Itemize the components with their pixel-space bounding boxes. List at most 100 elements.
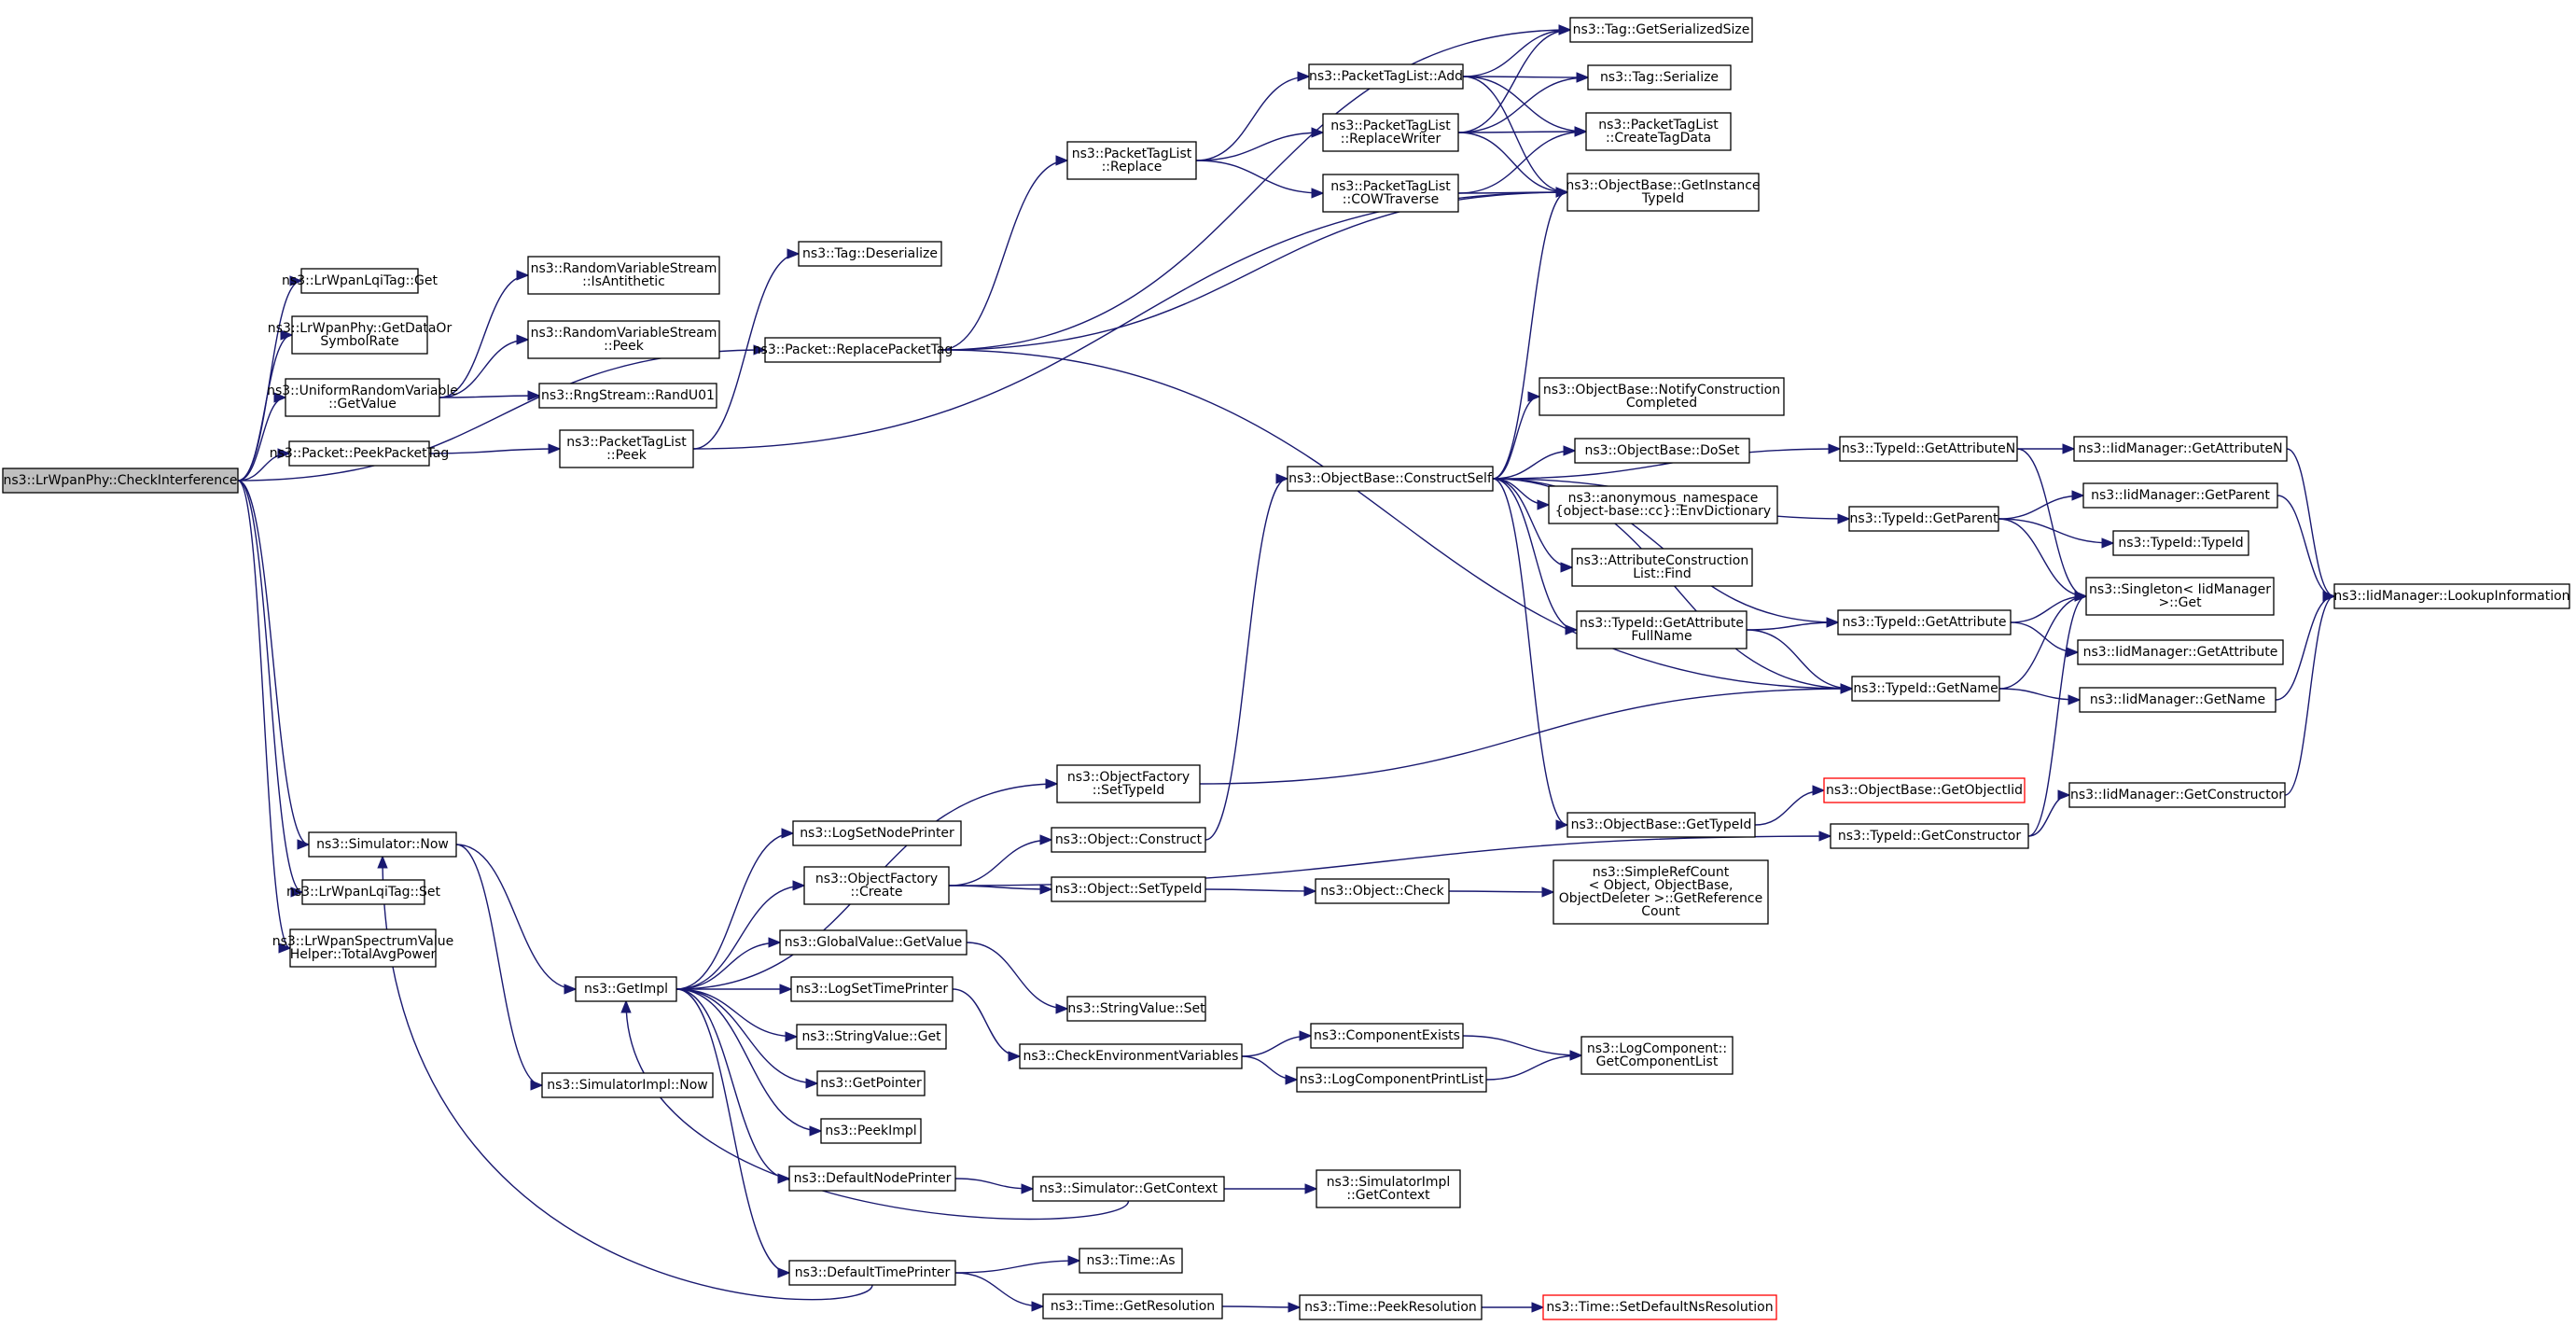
node-label: ns3::anonymous_namespace bbox=[1568, 491, 1759, 506]
node-label: ns3::GetImpl bbox=[584, 982, 668, 997]
graph-node-defaulttimeprinter[interactable]: ns3::DefaultTimePrinter bbox=[788, 1260, 956, 1286]
graph-node-notifyconstruction[interactable]: ns3::ObjectBase::NotifyConstructionCompl… bbox=[1539, 377, 1785, 416]
graph-node-randu01[interactable]: ns3::RngStream::RandU01 bbox=[538, 383, 717, 409]
edge-checkenv-to-logcomponentprintlist bbox=[1241, 1055, 1297, 1080]
node-box bbox=[1296, 1067, 1487, 1093]
graph-node-iid-getattribute[interactable]: ns3::IidManager::GetAttribute bbox=[2077, 639, 2284, 665]
edge-ptl-peek-to-getinstancetypeid bbox=[692, 192, 1567, 450]
graph-node-simulator-now[interactable]: ns3::Simulator::Now bbox=[308, 831, 457, 858]
edge-replacepackettag-to-ptl-replace bbox=[940, 161, 1067, 351]
graph-node-simimpl-now[interactable]: ns3::SimulatorImpl::Now bbox=[541, 1072, 714, 1098]
node-label: ns3::PeekImpl bbox=[825, 1124, 916, 1138]
graph-node-totalavgpower[interactable]: ns3::LrWpanSpectrumValueHelper::TotalAvg… bbox=[272, 928, 454, 968]
graph-node-logcomponentprintlist[interactable]: ns3::LogComponentPrintList bbox=[1296, 1067, 1487, 1093]
node-label: ::SetTypeId bbox=[1093, 783, 1165, 798]
graph-node-ptl-cowtraverse[interactable]: ns3::PacketTagList::COWTraverse bbox=[1322, 174, 1459, 213]
node-label: ns3::RngStream::RandU01 bbox=[541, 388, 715, 403]
graph-node-tag-serialize[interactable]: ns3::Tag::Serialize bbox=[1587, 64, 1732, 91]
node-label: ns3::Time::SetDefaultNsResolution bbox=[1546, 1300, 1773, 1315]
graph-node-componentexists[interactable]: ns3::ComponentExists bbox=[1310, 1023, 1464, 1049]
node-box bbox=[1848, 506, 1999, 532]
graph-node-defaultnodeprinter[interactable]: ns3::DefaultNodePrinter bbox=[788, 1165, 956, 1192]
graph-node-checkenv[interactable]: ns3::CheckEnvironmentVariables bbox=[1019, 1043, 1243, 1069]
node-label: GetComponentList bbox=[1596, 1054, 1719, 1069]
graph-node-ptl-peek[interactable]: ns3::PacketTagList::Peek bbox=[559, 429, 694, 468]
graph-node-sv-get[interactable]: ns3::StringValue::Get bbox=[796, 1024, 947, 1050]
graph-node-rvs-peek[interactable]: ns3::RandomVariableStream::Peek bbox=[527, 320, 720, 359]
graph-node-logsetnodeprinter[interactable]: ns3::LogSetNodePrinter bbox=[792, 820, 962, 846]
edge-componentexists-to-logcomponent-getcomponentlist bbox=[1462, 1035, 1581, 1055]
graph-node-iid-lookupinformation[interactable]: ns3::IidManager::LookupInformation bbox=[2333, 583, 2570, 609]
graph-node-typeid-getname[interactable]: ns3::TypeId::GetName bbox=[1851, 676, 2000, 702]
edge-checkinterference-to-getdataor bbox=[237, 335, 293, 482]
graph-node-getimpl[interactable]: ns3::GetImpl bbox=[575, 976, 677, 1002]
node-label: ns3::Object::Construct bbox=[1055, 832, 1203, 847]
node-label: ns3::ObjectBase::GetTypeId bbox=[1571, 817, 1752, 832]
graph-node-rvs-isantithetic[interactable]: ns3::RandomVariableStream::IsAntithetic bbox=[527, 256, 720, 295]
graph-node-time-getresolution[interactable]: ns3::Time::GetResolution bbox=[1042, 1293, 1223, 1319]
node-box bbox=[285, 378, 440, 417]
graph-node-constructself[interactable]: ns3::ObjectBase::ConstructSelf bbox=[1287, 466, 1494, 492]
graph-node-sv-set[interactable]: ns3::StringValue::Set bbox=[1066, 996, 1206, 1022]
graph-node-typeid-getconstructor[interactable]: ns3::TypeId::GetConstructor bbox=[1830, 823, 2029, 849]
node-label: ns3::CheckEnvironmentVariables bbox=[1023, 1049, 1239, 1064]
graph-node-setdefaultnsresolution[interactable]: ns3::Time::SetDefaultNsResolution bbox=[1542, 1294, 1777, 1320]
graph-node-iid-getparent[interactable]: ns3::IidManager::GetParent bbox=[2082, 482, 2278, 509]
graph-node-getobjectiid[interactable]: ns3::ObjectBase::GetObjectIid bbox=[1823, 777, 2026, 803]
graph-node-time-peekresolution[interactable]: ns3::Time::PeekResolution bbox=[1299, 1294, 1483, 1320]
graph-node-iid-getattributen[interactable]: ns3::IidManager::GetAttributeN bbox=[2073, 436, 2288, 462]
graph-node-object-check[interactable]: ns3::Object::Check bbox=[1315, 878, 1450, 904]
graph-node-logsettimeprinter[interactable]: ns3::LogSetTimePrinter bbox=[790, 976, 954, 1002]
graph-node-iid-getname[interactable]: ns3::IidManager::GetName bbox=[2079, 687, 2277, 713]
edge-typeid-getconstructor-to-singleton-get bbox=[2027, 596, 2087, 837]
graph-node-checkinterference[interactable]: ns3::LrWpanPhy::CheckInterference bbox=[2, 468, 239, 494]
graph-node-peekpackettag[interactable]: ns3::Packet::PeekPacketTag bbox=[270, 440, 450, 467]
graph-node-ptl-replace[interactable]: ns3::PacketTagList::Replace bbox=[1066, 141, 1197, 180]
graph-node-typeid-getattribute[interactable]: ns3::TypeId::GetAttribute bbox=[1837, 609, 2012, 635]
graph-node-peekimpl[interactable]: ns3::PeekImpl bbox=[820, 1118, 922, 1144]
graph-node-getpointer[interactable]: ns3::GetPointer bbox=[816, 1070, 926, 1096]
graph-node-urv-getvalue[interactable]: ns3::UniformRandomVariable::GetValue bbox=[267, 378, 458, 417]
edge-ptl-add-to-tag-getserializedsize bbox=[1462, 30, 1570, 77]
graph-node-singleton-get[interactable]: ns3::Singleton< IidManager>::Get bbox=[2085, 577, 2275, 616]
node-label: ns3::LrWpanPhy::GetDataOr bbox=[268, 321, 453, 336]
graph-node-ptl-replacewriter[interactable]: ns3::PacketTagList::ReplaceWriter bbox=[1322, 113, 1459, 152]
graph-node-object-settypeid[interactable]: ns3::Object::SetTypeId bbox=[1051, 876, 1206, 902]
graph-node-typeid-getattributen[interactable]: ns3::TypeId::GetAttributeN bbox=[1839, 436, 2018, 462]
edge-ptl-replacewriter-to-tag-getserializedsize bbox=[1457, 30, 1570, 133]
graph-node-objectbase-gettypeid[interactable]: ns3::ObjectBase::GetTypeId bbox=[1566, 812, 1756, 838]
edge-getimpl-to-defaultnodeprinter bbox=[675, 988, 789, 1179]
graph-node-sim-getcontext[interactable]: ns3::Simulator::GetContext bbox=[1032, 1176, 1225, 1202]
graph-node-logcomponent-getcomponentlist[interactable]: ns3::LogComponent::GetComponentList bbox=[1580, 1036, 1734, 1075]
graph-node-typeid-getparent[interactable]: ns3::TypeId::GetParent bbox=[1848, 506, 1999, 532]
graph-node-object-construct[interactable]: ns3::Object::Construct bbox=[1051, 827, 1206, 853]
edge-defaulttimeprinter-to-simulator-now bbox=[383, 857, 873, 1301]
graph-node-typeid-typeid[interactable]: ns3::TypeId::TypeId bbox=[2112, 530, 2249, 556]
graph-node-envdictionary[interactable]: ns3::anonymous_namespace{object-base::cc… bbox=[1548, 485, 1778, 524]
graph-node-replacepackettag[interactable]: ns3::Packet::ReplacePacketTag bbox=[753, 337, 954, 363]
graph-node-iid-getconstructor[interactable]: ns3::IidManager::GetConstructor bbox=[2068, 782, 2286, 808]
graph-node-tag-getserializedsize[interactable]: ns3::Tag::GetSerializedSize bbox=[1569, 17, 1753, 43]
graph-node-simplerefcount[interactable]: ns3::SimpleRefCount< Object, ObjectBase,… bbox=[1553, 859, 1769, 925]
node-box bbox=[1042, 1293, 1223, 1319]
graph-node-dosset[interactable]: ns3::ObjectBase::DoSet bbox=[1574, 438, 1750, 464]
node-box bbox=[559, 429, 694, 468]
node-box bbox=[1823, 777, 2026, 803]
node-label: TypeId bbox=[1641, 191, 1684, 206]
node-label: ::Replace bbox=[1102, 160, 1163, 174]
graph-node-lqitag-set[interactable]: ns3::LrWpanLqiTag::Set bbox=[286, 879, 440, 905]
graph-node-of-settypeid[interactable]: ns3::ObjectFactory::SetTypeId bbox=[1056, 764, 1201, 803]
graph-node-tag-deserialize[interactable]: ns3::Tag::Deserialize bbox=[798, 241, 942, 267]
graph-node-simimpl-getcontext[interactable]: ns3::SimulatorImpl::GetContext bbox=[1316, 1169, 1461, 1208]
graph-node-time-as[interactable]: ns3::Time::As bbox=[1079, 1248, 1183, 1274]
graph-node-ptl-add[interactable]: ns3::PacketTagList::Add bbox=[1308, 63, 1464, 90]
graph-node-ptl-createtagdata[interactable]: ns3::PacketTagList::CreateTagData bbox=[1585, 112, 1732, 151]
node-box bbox=[1322, 174, 1459, 213]
graph-node-of-create[interactable]: ns3::ObjectFactory::Create bbox=[803, 866, 950, 905]
graph-node-gv-getvalue[interactable]: ns3::GlobalValue::GetValue bbox=[779, 929, 968, 956]
graph-node-lqitag-get[interactable]: ns3::LrWpanLqiTag::Get bbox=[282, 268, 438, 294]
